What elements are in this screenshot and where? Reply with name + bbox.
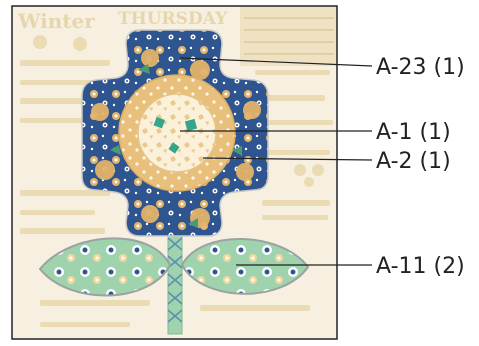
callout-label-center: A-1 (1) [376,120,451,145]
callout-label-petal: A-23 (1) [376,55,465,80]
background-word-1: Winter [17,9,95,33]
background-word-2: THURSDAY [118,9,228,29]
callout-label-leaf: A-11 (2) [376,254,465,279]
callout-label-ring: A-2 (1) [376,149,451,174]
flower-center [138,94,216,172]
